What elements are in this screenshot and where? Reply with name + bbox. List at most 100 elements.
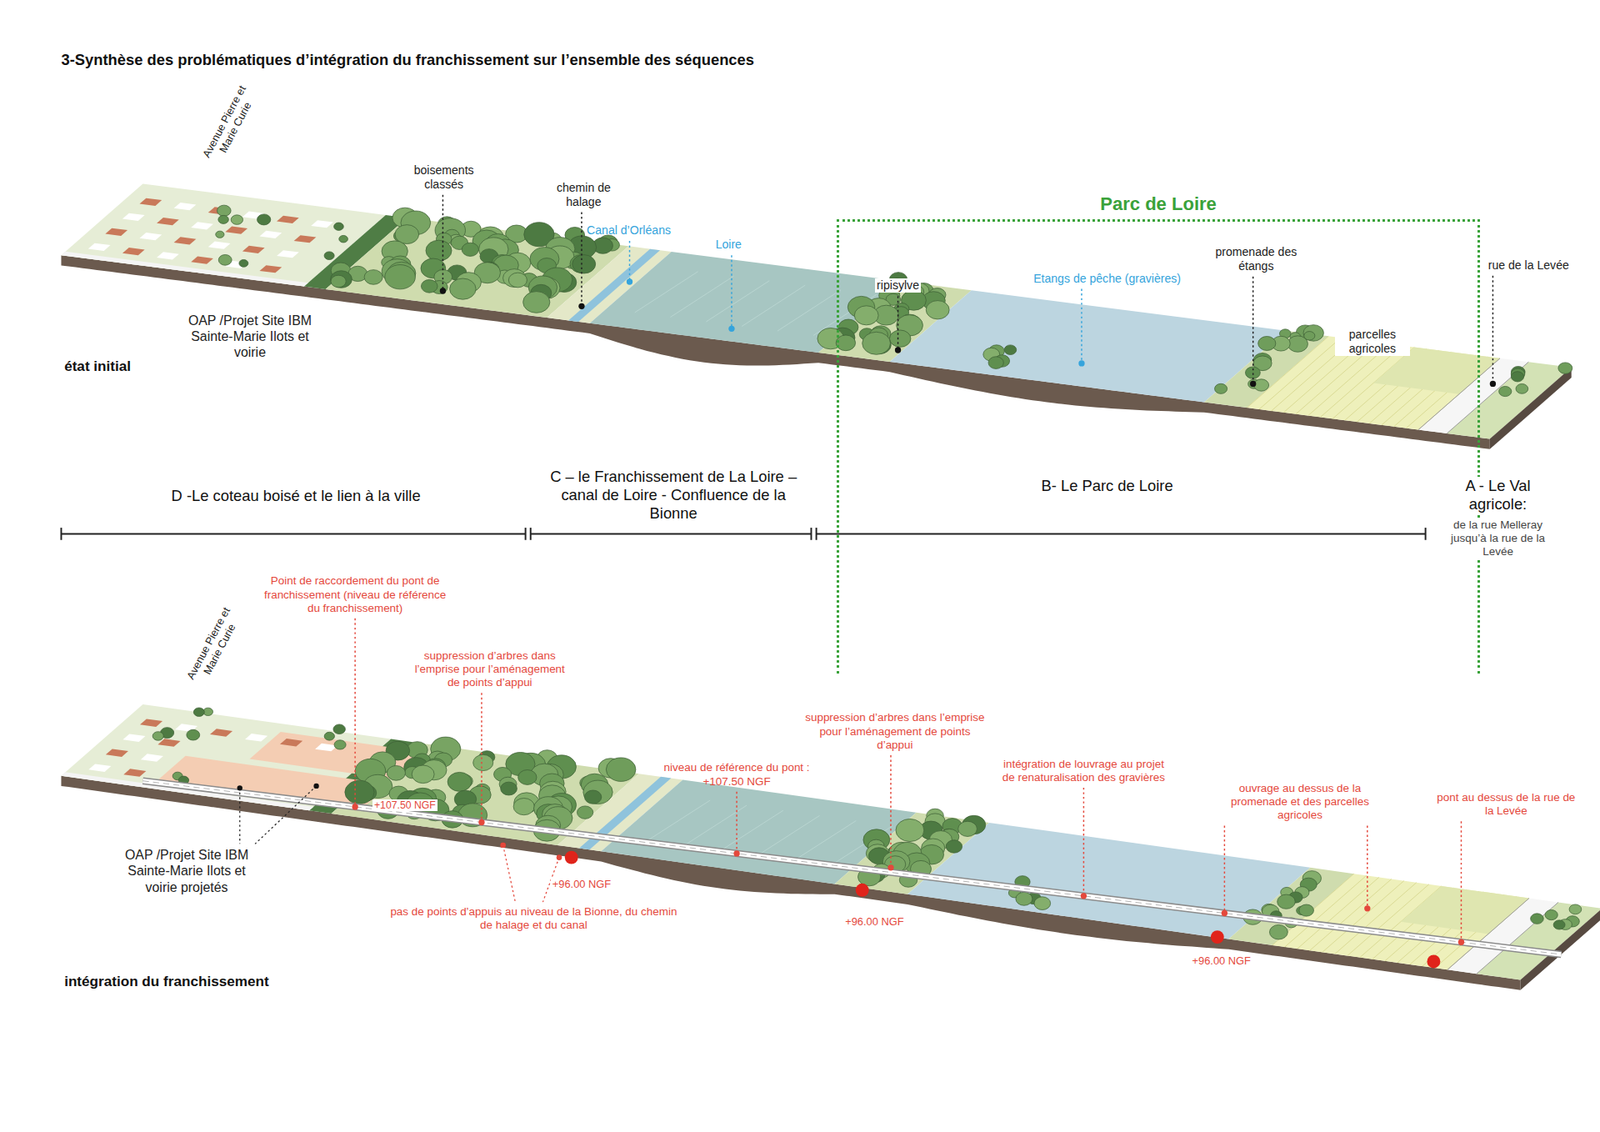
- section-label: état initial: [64, 357, 131, 375]
- issue-callout: ouvrage au dessus de la promenade et des…: [1213, 781, 1387, 822]
- marker-dot: [500, 842, 505, 848]
- level-label: +96.00 NGF: [843, 915, 905, 928]
- tree: [324, 731, 335, 740]
- support-point: [855, 883, 870, 897]
- park-boundary: Parc de Loire: [836, 219, 1480, 674]
- tree: [447, 771, 472, 791]
- leader-line: [890, 755, 891, 868]
- sequence-bracket: [530, 532, 812, 535]
- leader-dot: [895, 346, 901, 353]
- tree: [461, 242, 479, 256]
- water-ripple: [635, 271, 699, 313]
- tree: [1277, 894, 1296, 909]
- tree: [1510, 371, 1524, 382]
- issue-callout: Point de raccordement du pont de franchi…: [258, 574, 453, 615]
- leader-line: [255, 785, 316, 844]
- road-edge: [1447, 898, 1530, 970]
- callout-label: chemin de halage: [548, 180, 620, 210]
- tree: [584, 790, 601, 804]
- house: [260, 230, 283, 239]
- tree: [420, 279, 438, 293]
- tree: [1530, 913, 1545, 925]
- water-ripple: [741, 285, 805, 326]
- leader-dot: [440, 287, 446, 294]
- issue-callout: suppression d’arbres dans l’emprise pour…: [803, 710, 987, 751]
- tree: [385, 265, 416, 290]
- house: [122, 213, 145, 221]
- leader-line: [1460, 820, 1462, 942]
- sequence-bracket: [816, 532, 1426, 535]
- leader-dot: [478, 819, 485, 825]
- callout-label: boisements classés: [398, 163, 490, 192]
- tree: [518, 770, 537, 785]
- tree: [193, 707, 205, 716]
- leader-dot: [313, 783, 319, 789]
- leader-dot: [500, 842, 505, 848]
- tree: [1215, 383, 1228, 394]
- tree: [572, 255, 596, 274]
- house: [260, 265, 283, 273]
- sequence-label: A - Le Val agricole:: [1450, 476, 1545, 514]
- leader-dot: [1364, 905, 1370, 911]
- bridge-deck: [142, 780, 1561, 955]
- tree: [925, 300, 950, 320]
- house: [276, 250, 300, 258]
- bottom-block: [60, 704, 1600, 990]
- tree: [1004, 345, 1017, 355]
- bracket-tick: [530, 527, 532, 540]
- site-label: OAP /Projet Site IBM Sainte-Marie Ilots …: [173, 312, 327, 360]
- tree: [500, 781, 518, 795]
- road-edge: [1418, 358, 1500, 430]
- tree: [1299, 904, 1315, 916]
- house: [88, 763, 111, 772]
- house: [310, 220, 334, 228]
- water-label: Canal d’Orléans: [586, 223, 671, 238]
- leader-line: [580, 212, 582, 307]
- leader-dot: [578, 303, 585, 310]
- leader-dot: [887, 864, 894, 870]
- tree: [890, 330, 911, 347]
- leader-lines: [237, 195, 1497, 945]
- house: [276, 215, 300, 224]
- tree: [1258, 336, 1276, 351]
- leader-line: [480, 692, 482, 822]
- callout-label: ripisylve: [875, 278, 921, 293]
- leader-dot: [1221, 910, 1228, 916]
- site-label: OAP /Projet Site IBM Sainte-Marie Ilots …: [110, 846, 264, 895]
- house: [122, 247, 145, 255]
- leader-line: [897, 295, 899, 350]
- tree: [895, 818, 925, 841]
- tree: [239, 259, 249, 267]
- leader-line: [629, 240, 630, 282]
- zone-urban: [60, 183, 385, 286]
- level-label: +107.50 NGF: [372, 799, 438, 812]
- earth-section: [60, 775, 1520, 990]
- tree: [513, 798, 535, 815]
- water-label: Loire: [715, 237, 742, 252]
- tree: [577, 805, 594, 819]
- leader-dot: [728, 325, 735, 332]
- tree: [152, 731, 164, 741]
- tree: [257, 214, 271, 225]
- house: [105, 228, 128, 236]
- leader-line: [239, 787, 240, 844]
- leader-dot: [1078, 360, 1085, 366]
- issue-callout: niveau de référence du pont : +107.50 NG…: [647, 760, 826, 788]
- leader-dot: [351, 803, 358, 810]
- tree: [345, 780, 375, 804]
- water-label: Etangs de pêche (gravières): [1033, 271, 1181, 286]
- tree: [186, 729, 200, 740]
- tree: [364, 270, 383, 285]
- support-point: [1210, 930, 1225, 944]
- tree: [230, 215, 243, 225]
- house: [157, 738, 180, 747]
- leader-dot: [237, 785, 243, 790]
- tree: [1515, 383, 1529, 394]
- level-label: +96.00 NGF: [550, 877, 613, 890]
- sequence-label: C – le Franchissement de La Loire – cana…: [535, 467, 812, 523]
- bridge-marking: [142, 780, 1561, 955]
- tree: [339, 235, 349, 243]
- leader-dot: [1458, 939, 1465, 945]
- tree: [218, 254, 232, 265]
